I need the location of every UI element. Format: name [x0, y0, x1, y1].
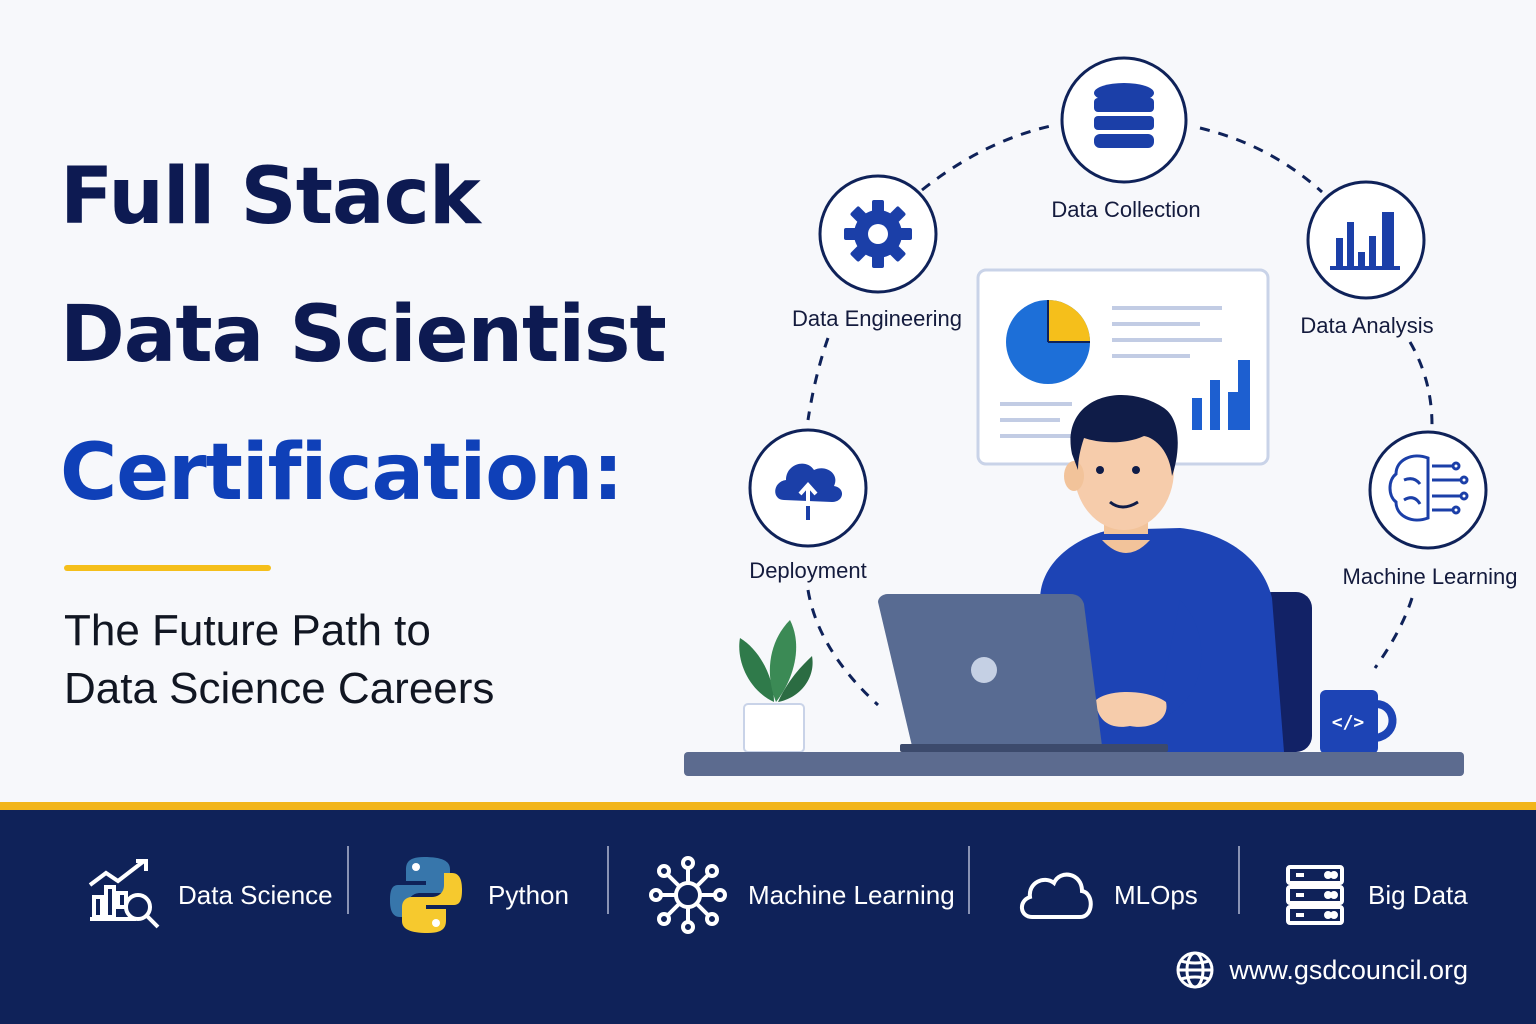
- label-data-analysis: Data Analysis: [1300, 313, 1434, 338]
- headline-line-3: Certification:: [60, 428, 624, 518]
- laptop: [878, 594, 1168, 752]
- footer-gold-strip: [0, 802, 1536, 810]
- gear-icon: [844, 200, 912, 268]
- person: [1040, 394, 1284, 752]
- footer-label-mlops: MLOps: [1114, 879, 1198, 910]
- headline: Full Stack Data Scientist Certification:: [60, 128, 667, 542]
- footer-label-big-data: Big Data: [1368, 879, 1468, 910]
- node-data-collection: [1060, 56, 1188, 184]
- node-machine-learning: [1368, 430, 1488, 550]
- cloud-icon: [1020, 872, 1093, 919]
- footer-item-big-data: Big Data: [1284, 862, 1468, 928]
- website-url[interactable]: www.gsdcouncil.org: [1229, 954, 1468, 985]
- label-data-engineering: Data Engineering: [791, 306, 963, 331]
- footer-divider: [968, 846, 970, 914]
- footer-divider: [347, 846, 349, 914]
- database-icon: [1094, 83, 1154, 148]
- node-data-engineering: [818, 174, 938, 294]
- dashboard-panel: [976, 268, 1270, 466]
- desk: [684, 752, 1464, 776]
- footer-divider: [607, 846, 609, 914]
- mug: </>: [1320, 690, 1397, 754]
- accent-underline: [64, 565, 271, 571]
- footer-label-machine-learning: Machine Learning: [748, 879, 955, 910]
- footer-item-data-science: Data Science: [84, 859, 333, 929]
- cycle-dashed-path: [806, 123, 1434, 707]
- footer-label-python: Python: [488, 879, 569, 910]
- illustration: </>: [684, 56, 1488, 776]
- cloud-upload-icon: [775, 463, 843, 520]
- brain-circuit-icon: [1388, 454, 1469, 522]
- network-nodes-icon: [649, 856, 727, 934]
- node-deployment: [748, 428, 868, 548]
- bar-chart-icon: [1330, 212, 1400, 270]
- footer-item-mlops: MLOps: [1016, 862, 1198, 928]
- subtitle-line-2: Data Science Careers: [64, 664, 495, 713]
- text-lines: [1000, 306, 1222, 438]
- footer-label-data-science: Data Science: [178, 879, 333, 910]
- label-data-collection: Data Collection: [1051, 197, 1201, 222]
- label-deployment: Deployment: [749, 558, 867, 583]
- globe-icon: [1176, 951, 1214, 989]
- subtitle: The Future Path to Data Science Careers: [64, 602, 494, 718]
- subtitle-line-1: The Future Path to: [64, 606, 431, 655]
- label-machine-learning: Machine Learning: [1342, 564, 1518, 589]
- panel-bar-chart: [1192, 360, 1250, 430]
- website-link[interactable]: www.gsdcouncil.org: [1175, 950, 1468, 990]
- python-logo-icon: [390, 857, 462, 933]
- footer-divider: [1238, 846, 1240, 914]
- headline-line-1: Full Stack: [60, 152, 481, 242]
- mug-code-symbol: </>: [1332, 712, 1365, 733]
- pie-chart-icon: [1006, 300, 1090, 384]
- footer-bar: Data Science Python: [0, 810, 1536, 1024]
- server-rack-icon: [1286, 865, 1344, 925]
- headline-line-2: Data Scientist: [60, 290, 667, 380]
- footer-item-machine-learning: Machine Learning: [648, 856, 955, 934]
- footer-item-python: Python: [388, 857, 569, 933]
- node-data-analysis: [1306, 180, 1426, 300]
- chart-magnifier-icon: [88, 859, 160, 929]
- plant: [739, 620, 813, 753]
